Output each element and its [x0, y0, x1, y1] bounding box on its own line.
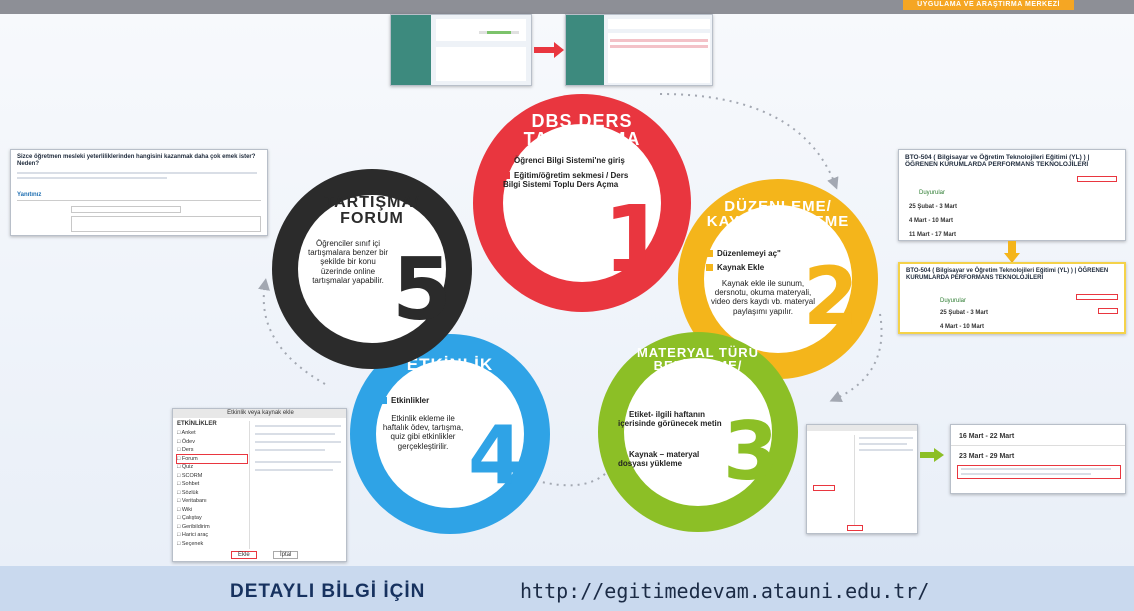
red-arrow-icon [534, 42, 564, 58]
course-row-1: 25 Şubat - 3 Mart [909, 204, 958, 210]
yellow-arrow-icon [1004, 241, 1020, 263]
activity-item[interactable]: □ Quiz [177, 464, 194, 470]
step-3-bullet-2: Kaynak – materyal dosyası yükleme [618, 450, 700, 469]
screenshot-course-edit: BTO-504 ( Bilgisayar ve Öğretim Teknoloj… [898, 262, 1126, 334]
step-3-circle: MATERYAL TÜRÜ BELİRLEME/ KAYNAKLAR Etike… [598, 332, 798, 532]
step-4-circle: ETKİNLİK EKLEME Etkinlikler Etkinlik ekl… [350, 334, 550, 534]
step-1-title: DBS DERS TANIMLAMA [523, 111, 641, 149]
screenshot-weeks: 16 Mart - 22 Mart 23 Mart - 29 Mart [950, 424, 1126, 494]
screenshot-forum: Sizce öğretmen mesleki yeterliliklerinde… [10, 149, 268, 236]
course-row-0: Duyurular [919, 190, 946, 196]
screenshot-editor-tree [806, 424, 918, 534]
activity-title: Etkinlik veya kaynak ekle [173, 409, 346, 418]
activity-item[interactable]: □ Seçenek [177, 540, 204, 547]
step-1-bullet-1: Öğrenci Bilgi Sistemi'ne giriş [503, 156, 653, 165]
step-5-title: TARTIŞMA/ FORUM [324, 194, 420, 227]
step-4-bullet-1: Etkinlikler [380, 396, 500, 405]
screenshot-course-page: BTO-504 ( Bilgisayar ve Öğretim Teknoloj… [898, 149, 1126, 241]
activity-item[interactable]: □ Geribildirim [177, 523, 210, 530]
activity-item[interactable]: □ Forum [176, 453, 248, 464]
step-4-title: ETKİNLİK EKLEME [406, 355, 494, 391]
green-arrow-icon [920, 448, 944, 462]
activity-item[interactable]: □ Harici araç [177, 532, 209, 538]
course-edit-row-2: 4 Mart - 10 Mart [940, 324, 985, 330]
activity-item[interactable]: □ SCORM [177, 472, 203, 479]
top-band: UYGULAMA VE ARAŞTIRMA MERKEZİ [0, 0, 1134, 14]
screenshot-dbs-list [565, 14, 713, 86]
activity-add-button[interactable]: Ekle [231, 551, 257, 559]
activity-cancel-button[interactable]: İptal [273, 551, 299, 559]
cycle-path [258, 93, 883, 487]
activity-item[interactable]: □ Ödev [177, 438, 195, 445]
step-2-bullet-2: Kaynak Ekle [706, 263, 846, 272]
forum-message-input[interactable] [71, 216, 261, 232]
course-title: BTO-504 ( Bilgisayar ve Öğretim Teknoloj… [905, 154, 1090, 169]
activity-item[interactable]: □ Çalıştay [177, 515, 202, 521]
forum-reply-label: Yanıtınız [17, 192, 42, 198]
activity-item[interactable]: □ Sohbet [177, 481, 200, 487]
step-2-number: 2 [803, 250, 859, 343]
footer-label: DETAYLI BİLGİ İÇİN [230, 581, 426, 602]
diagram-area: DBS DERS TANIMLAMA Öğrenci Bilgi Sistemi… [0, 14, 1134, 566]
activity-item[interactable]: □ Sözlük [177, 489, 199, 496]
step-1-bullet-2: Eğitim/öğretim sekmesi / Ders Bilgi Sist… [503, 171, 629, 190]
step-2-circle: DÜZENLEME/ KAYNAK EKLEME Düzenlemeyi aç"… [678, 179, 878, 379]
step-5-circle: TARTIŞMA/ FORUM Öğrenciler sınıf içi tar… [272, 169, 472, 369]
step-3-bullet-1: Etiket- ilgili haftanın içerisinde görün… [618, 410, 722, 429]
screenshot-dbs-login [390, 14, 532, 86]
course-edit-title: BTO-504 ( Bilgisayar ve Öğretim Teknoloj… [906, 268, 1109, 281]
activity-item[interactable]: □ Wiki [177, 506, 193, 513]
footer-url[interactable]: http://egitimedevam.atauni.edu.tr/ [520, 579, 930, 603]
step-4-text: Etkinlik ekleme ile haftalık ödev, tartı… [382, 414, 464, 451]
course-edit-row-0: Duyurular [940, 298, 967, 304]
footer: DETAYLI BİLGİ İÇİN http://egitimedevam.a… [0, 566, 1134, 611]
step-5-text: Öğrenciler sınıf içi tartışmalara benzer… [307, 239, 389, 285]
forum-question: Sizce öğretmen mesleki yeterliliklerinde… [17, 154, 256, 167]
step-2-bullet-1: Düzenlemeyi aç" [706, 249, 846, 258]
step-1-circle: DBS DERS TANIMLAMA Öğrenci Bilgi Sistemi… [473, 94, 691, 312]
screenshot-activity-chooser: Etkinlik veya kaynak ekle ETKİNLİKLER □ … [172, 408, 347, 562]
activity-item[interactable]: □ Veritabanı [177, 498, 207, 504]
step-3-title: MATERYAL TÜRÜ BELİRLEME/ KAYNAKLAR [636, 345, 760, 386]
step-2-text: Kaynak ekle ile sunum, dersnotu, okuma m… [710, 279, 816, 316]
course-row-2: 4 Mart - 10 Mart [909, 218, 954, 224]
activity-item[interactable]: □ Ders [177, 447, 194, 453]
header-banner: UYGULAMA VE ARAŞTIRMA MERKEZİ [903, 0, 1074, 10]
step-1-number: 1 [603, 186, 668, 293]
activity-item[interactable]: □ Anket [177, 430, 196, 436]
step-3-number: 3 [723, 405, 779, 498]
step-4-number: 4 [468, 409, 524, 502]
course-edit-row-1: 25 Şubat - 3 Mart [940, 310, 989, 316]
week-0: 16 Mart - 22 Mart [959, 433, 1015, 440]
course-row-3: 11 Mart - 17 Mart [909, 232, 957, 238]
week-1: 23 Mart - 29 Mart [959, 453, 1015, 460]
step-5-number: 5 [392, 240, 452, 340]
forum-subject-input[interactable] [71, 206, 181, 213]
activity-head: ETKİNLİKLER [177, 421, 217, 427]
step-2-title: DÜZENLEME/ KAYNAK EKLEME [706, 198, 850, 230]
